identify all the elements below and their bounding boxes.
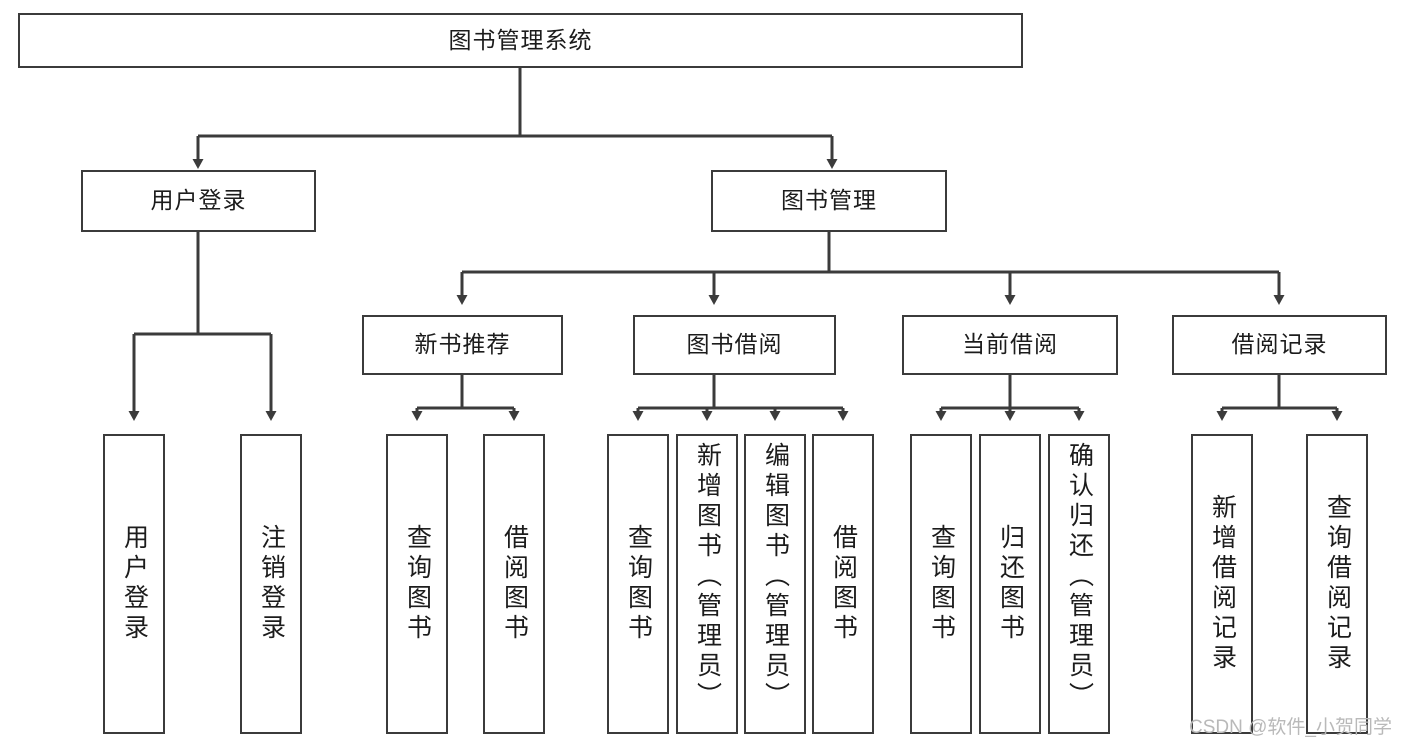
node-label: 查询图书 [403,524,432,644]
node-label: 查询图书 [624,524,653,644]
node-label: 查询借阅记录 [1323,494,1352,674]
node-label: 编辑图书（管理员） [761,442,790,712]
node-label: 借阅图书 [500,524,529,644]
node-label: 图书管理 [781,187,877,214]
node-label: 查询图书 [927,524,956,644]
leaf-edit-book-admin[interactable]: 编辑图书（管理员） [744,434,806,734]
node-label: 当前借阅 [962,331,1058,358]
node-label: 注销登录 [257,524,286,644]
node-label: 图书借阅 [686,331,783,358]
leaf-add-book-admin[interactable]: 新增图书（管理员） [676,434,738,734]
leaf-logout[interactable]: 注销登录 [240,434,302,734]
node-new-book-recommendation[interactable]: 新书推荐 [362,315,563,375]
node-root-book-management-system[interactable]: 图书管理系统 [18,13,1023,68]
leaf-borrow-book[interactable]: 借阅图书 [812,434,874,734]
node-book-borrowing[interactable]: 图书借阅 [633,315,836,375]
node-label: 归还图书 [996,524,1025,644]
csdn-watermark: CSDN @软件_小贺同学 [1189,717,1392,738]
leaf-query-book-borrow[interactable]: 查询图书 [607,434,669,734]
leaf-query-borrow-record[interactable]: 查询借阅记录 [1306,434,1368,734]
node-label: 用户登录 [120,524,149,644]
node-user-login[interactable]: 用户登录 [81,170,316,232]
node-label: 新增图书（管理员） [693,442,722,712]
node-current-borrowing[interactable]: 当前借阅 [902,315,1118,375]
node-label: 用户登录 [150,187,247,214]
node-label: 新书推荐 [414,331,511,358]
node-label: 图书管理系统 [448,26,593,53]
leaf-query-book-current[interactable]: 查询图书 [910,434,972,734]
node-label: 确认归还（管理员） [1065,442,1094,712]
leaf-add-borrow-record[interactable]: 新增借阅记录 [1191,434,1253,734]
leaf-return-book[interactable]: 归还图书 [979,434,1041,734]
leaf-borrow-book-recommend[interactable]: 借阅图书 [483,434,545,734]
node-book-management[interactable]: 图书管理 [711,170,947,232]
node-label: 借阅记录 [1231,331,1328,358]
node-label: 借阅图书 [829,524,858,644]
node-label: 新增借阅记录 [1208,494,1237,674]
node-borrowing-record[interactable]: 借阅记录 [1172,315,1387,375]
leaf-query-book-recommend[interactable]: 查询图书 [386,434,448,734]
leaf-user-login[interactable]: 用户登录 [103,434,165,734]
leaf-confirm-return-admin[interactable]: 确认归还（管理员） [1048,434,1110,734]
